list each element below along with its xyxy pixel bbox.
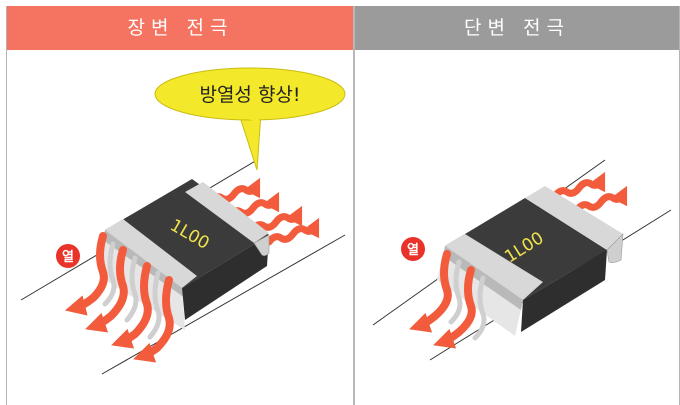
heat-badge-right: 열 — [401, 237, 425, 261]
panel-divider — [353, 6, 356, 405]
right-panel-header: 단변 전극 — [355, 6, 679, 50]
right-panel-short-side-electrode: 단변 전극 — [355, 6, 680, 405]
long-side-electrode-illustration: 1L00 열 — [20, 67, 346, 375]
callout-text: 방열성 향상! — [199, 84, 300, 106]
electrode-stripes-right — [448, 259, 487, 341]
short-side-electrode-illustration: 1L00 열 — [372, 159, 672, 361]
left-panel-long-side-electrode: 장변 전극 — [6, 6, 355, 405]
heat-badge: 열 — [56, 244, 80, 268]
heat-arrows-back-right — [551, 171, 628, 214]
electrode-stripes — [102, 241, 162, 340]
heat-badge-label-right: 열 — [407, 242, 419, 258]
left-panel-header: 장변 전극 — [7, 6, 354, 50]
callout-bubble: 방열성 향상! — [154, 67, 346, 171]
heat-badge-label: 열 — [62, 249, 74, 265]
heat-arrows-front — [64, 232, 174, 363]
heat-arrows-front-right — [409, 250, 476, 349]
